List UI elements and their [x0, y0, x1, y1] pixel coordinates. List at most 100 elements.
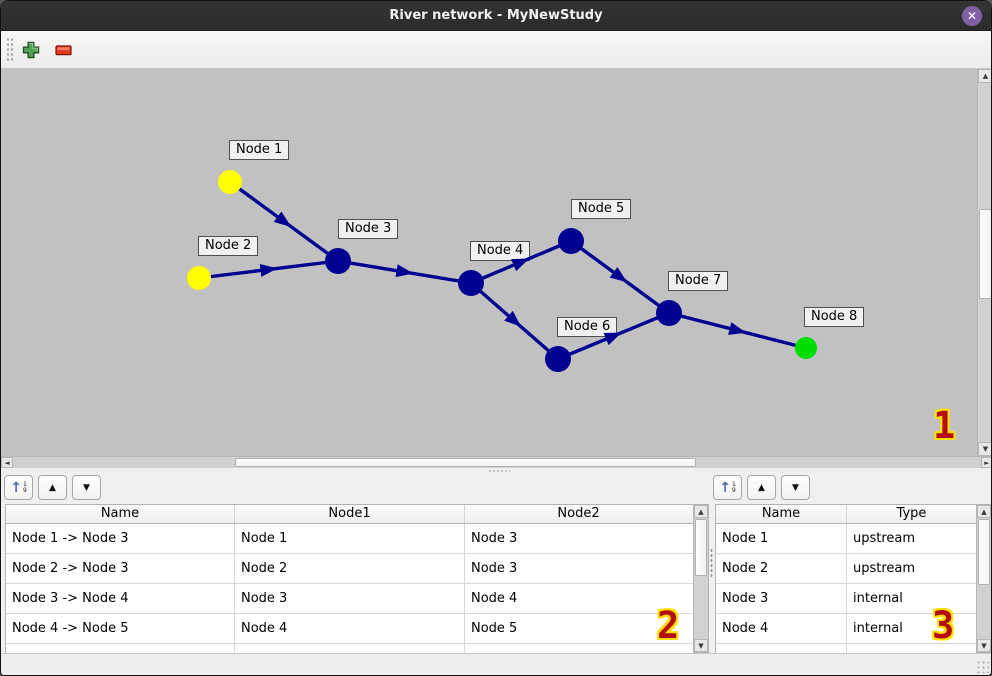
table-cell	[235, 644, 465, 653]
table-row[interactable]: Node 4 internal	[716, 614, 976, 644]
table-cell	[716, 644, 847, 653]
table-cell: Node 4	[716, 614, 847, 643]
network-node[interactable]	[656, 300, 682, 326]
scroll-right-icon: ►	[984, 458, 990, 467]
flow-arrow-icon	[504, 310, 522, 327]
nodes-table-header: Name Type	[716, 505, 976, 524]
move-down-button[interactable]: ▼	[781, 475, 810, 500]
network-node[interactable]	[545, 346, 571, 372]
table-cell: Node 1	[716, 524, 847, 553]
scroll-down-icon: ▼	[981, 641, 987, 650]
node-label: Node 2	[198, 236, 259, 256]
empty-row[interactable]	[6, 644, 693, 653]
flow-arrow-icon	[728, 322, 747, 335]
empty-row[interactable]	[716, 644, 976, 653]
down-arrow-icon: ▼	[83, 482, 90, 493]
table-cell: Node 1 -> Node 3	[6, 524, 235, 553]
scroll-up-button[interactable]: ▲	[694, 505, 708, 518]
network-node[interactable]	[558, 228, 584, 254]
scroll-up-button[interactable]: ▲	[977, 505, 991, 518]
flow-arrow-icon	[259, 264, 278, 277]
network-node[interactable]	[187, 266, 211, 290]
scroll-down-button[interactable]: ▼	[977, 639, 991, 652]
table-cell: upstream	[853, 561, 916, 576]
scroll-up-button[interactable]: ▲	[978, 69, 991, 83]
node-label: Node 8	[804, 307, 865, 327]
scroll-up-icon: ▲	[982, 72, 989, 80]
scroll-down-button[interactable]: ▼	[978, 442, 991, 456]
node-label: Node 1	[229, 140, 290, 160]
table-cell: internal	[853, 591, 903, 606]
column-header[interactable]: Name	[716, 505, 847, 523]
flow-arrow-icon	[511, 258, 530, 272]
move-down-button[interactable]: ▼	[72, 475, 101, 500]
toolbar-drag-handle[interactable]	[6, 37, 13, 63]
table-cell: upstream	[853, 531, 916, 546]
column-header[interactable]: Type	[896, 506, 927, 521]
column-header[interactable]: Name	[6, 505, 235, 523]
vertical-scroll-thumb[interactable]	[695, 519, 707, 576]
down-arrow-icon: ▼	[792, 482, 799, 493]
canvas-horizontal-scrollbar[interactable]: ◄ ►	[1, 456, 991, 468]
horizontal-scroll-thumb[interactable]	[235, 458, 696, 467]
up-arrow-icon: ▲	[758, 482, 765, 493]
node-label: Node 3	[338, 219, 399, 239]
vertical-scroll-thumb[interactable]	[978, 519, 990, 585]
close-button[interactable]: ✕	[962, 6, 982, 26]
remove-node-button[interactable]	[52, 39, 74, 61]
vertical-scroll-thumb[interactable]	[979, 209, 991, 299]
node-label: Node 5	[571, 199, 632, 219]
flow-arrow-icon	[395, 264, 414, 278]
scroll-right-button[interactable]: ►	[981, 457, 991, 468]
table-cell: Node 2 -> Node 3	[6, 554, 235, 583]
table-cell	[847, 644, 976, 653]
network-node[interactable]	[218, 170, 242, 194]
flow-arrow-icon	[273, 211, 292, 227]
network-node[interactable]	[458, 270, 484, 296]
node-label: Node 7	[668, 271, 729, 291]
table-cell: Node 4 -> Node 5	[6, 614, 235, 643]
scroll-down-icon: ▼	[982, 445, 989, 453]
table-cell: internal	[853, 621, 903, 636]
scroll-down-icon: ▼	[698, 641, 704, 650]
nodes-table-scrollbar[interactable]: ▲ ▼	[976, 505, 991, 652]
column-header[interactable]: Node2	[557, 506, 600, 521]
horizontal-splitter[interactable]	[1, 468, 991, 473]
add-node-button[interactable]	[20, 39, 42, 61]
network-node[interactable]	[325, 248, 351, 274]
scroll-up-icon: ▲	[698, 507, 704, 516]
vertical-splitter-handle[interactable]	[710, 548, 713, 578]
scroll-down-button[interactable]: ▼	[694, 639, 708, 652]
scroll-left-button[interactable]: ◄	[1, 457, 13, 468]
canvas-vertical-scrollbar[interactable]: ▲ ▼	[977, 69, 991, 456]
resize-grip-icon[interactable]	[976, 660, 989, 673]
table-row[interactable]: Node 1 upstream	[716, 524, 976, 554]
network-node[interactable]	[795, 337, 817, 359]
table-cell: Node 4	[235, 614, 465, 643]
table-cell: Node 2	[235, 554, 465, 583]
reaches-table-scrollbar[interactable]: ▲ ▼	[693, 505, 708, 652]
move-up-button[interactable]: ▲	[747, 475, 776, 500]
window-title: River network - MyNewStudy	[389, 8, 603, 23]
column-header[interactable]: Node1	[235, 505, 465, 523]
som-mark-2: 2	[657, 604, 680, 647]
move-up-button[interactable]: ▲	[38, 475, 67, 500]
table-cell: Node 3 -> Node 4	[6, 584, 235, 613]
title-bar[interactable]: River network - MyNewStudy ✕	[1, 1, 991, 31]
flow-arrow-icon	[609, 267, 628, 283]
